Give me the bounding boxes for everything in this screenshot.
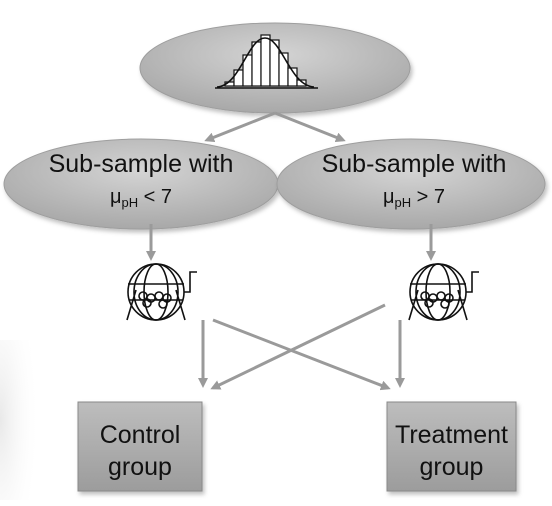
mu-symbol: μ (382, 186, 395, 208)
control-group-box (77, 401, 203, 492)
control-group-line1: Control (99, 421, 181, 449)
treatment-group-label: Treatment group (387, 419, 516, 483)
ph-subscript: pH (121, 195, 139, 210)
subsample-right-condition: μpH > 7 (283, 186, 545, 210)
ph-subscript: pH (394, 195, 412, 210)
lottery-drum-icon-right (408, 263, 479, 321)
histogram-normal-curve-icon (215, 34, 318, 89)
control-group-line2: group (108, 453, 172, 481)
subsample-left-title: Sub-sample with (48, 150, 234, 178)
condition-relation: > 7 (411, 186, 446, 208)
subsample-right-title: Sub-sample with (321, 150, 507, 178)
arrow-population-to-right (274, 111, 346, 143)
treatment-group-line2: group (419, 453, 484, 481)
arrow-population-to-left (204, 111, 276, 143)
subsample-left-condition: μpH < 7 (10, 186, 272, 210)
condition-relation: < 7 (138, 186, 173, 208)
edge-shading (0, 340, 40, 500)
subsample-right-ellipse (276, 138, 546, 230)
lottery-drum-icon-left (126, 263, 197, 321)
mu-symbol: μ (109, 186, 122, 208)
arrow-right-drum-to-control (210, 303, 386, 390)
arrow-left-drum-to-treatment (212, 318, 391, 391)
treatment-group-box (386, 401, 517, 492)
control-group-label: Control group (78, 419, 202, 483)
treatment-group-line1: Treatment (394, 421, 508, 449)
